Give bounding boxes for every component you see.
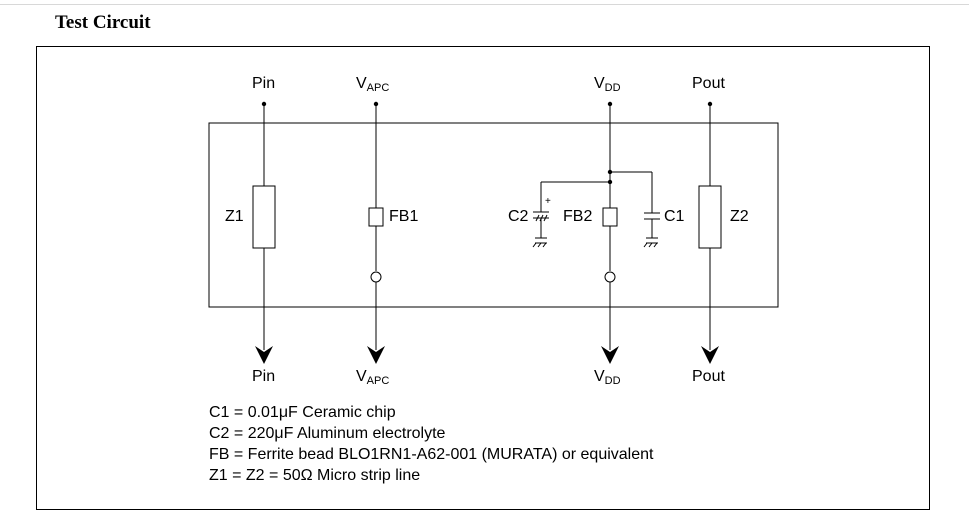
pout-arrow <box>701 346 719 364</box>
figure-frame <box>36 46 930 510</box>
c2-capacitor <box>532 181 610 248</box>
z1-stripline <box>252 185 276 249</box>
z2-label: Z2 <box>730 208 749 225</box>
pin-arrow <box>255 346 273 364</box>
diagram-title: Test Circuit <box>55 12 151 33</box>
c1-capacitor <box>610 171 660 248</box>
note-c1: C1 = 0.01μF Ceramic chip <box>209 404 396 421</box>
vapc-terminal <box>370 271 382 283</box>
note-z: Z1 = Z2 = 50Ω Micro strip line <box>209 467 421 484</box>
vdd-line <box>532 101 660 364</box>
pin-label-bottom: Pin <box>252 368 276 385</box>
pin-label-top: Pin <box>252 75 276 92</box>
pout-label-top: Pout <box>692 75 725 92</box>
fb2-ferrite-bead <box>602 207 618 227</box>
c1-label: C1 <box>664 208 685 225</box>
top-rule <box>0 4 969 5</box>
vdd-arrow <box>601 346 619 364</box>
fb2-label: FB2 <box>563 208 593 225</box>
vdd-terminal <box>604 271 616 283</box>
z1-label: Z1 <box>225 208 244 225</box>
component-notes: C1 = 0.01μF Ceramic chip C2 = 220μF Alum… <box>209 402 653 486</box>
vapc-line <box>367 101 385 364</box>
c2-label: C2 <box>508 208 529 225</box>
z2-stripline <box>698 185 722 249</box>
note-fb: FB = Ferrite bead BLO1RN1-A62-001 (MURAT… <box>209 446 654 463</box>
c2-polarity-mark: + <box>545 196 551 207</box>
pout-label-bottom: Pout <box>692 368 725 385</box>
vapc-arrow <box>367 346 385 364</box>
vdd-label-top: VDD <box>594 75 621 94</box>
device-block <box>208 122 779 308</box>
fb1-label: FB1 <box>389 208 419 225</box>
pin-line <box>252 101 276 364</box>
vapc-label-bottom: VAPC <box>356 368 390 387</box>
note-c2: C2 = 220μF Aluminum electrolyte <box>209 425 446 442</box>
vdd-label-bottom: VDD <box>594 368 621 387</box>
vapc-label-top: VAPC <box>356 75 390 94</box>
pout-line <box>698 101 722 364</box>
fb1-ferrite-bead <box>368 207 384 227</box>
